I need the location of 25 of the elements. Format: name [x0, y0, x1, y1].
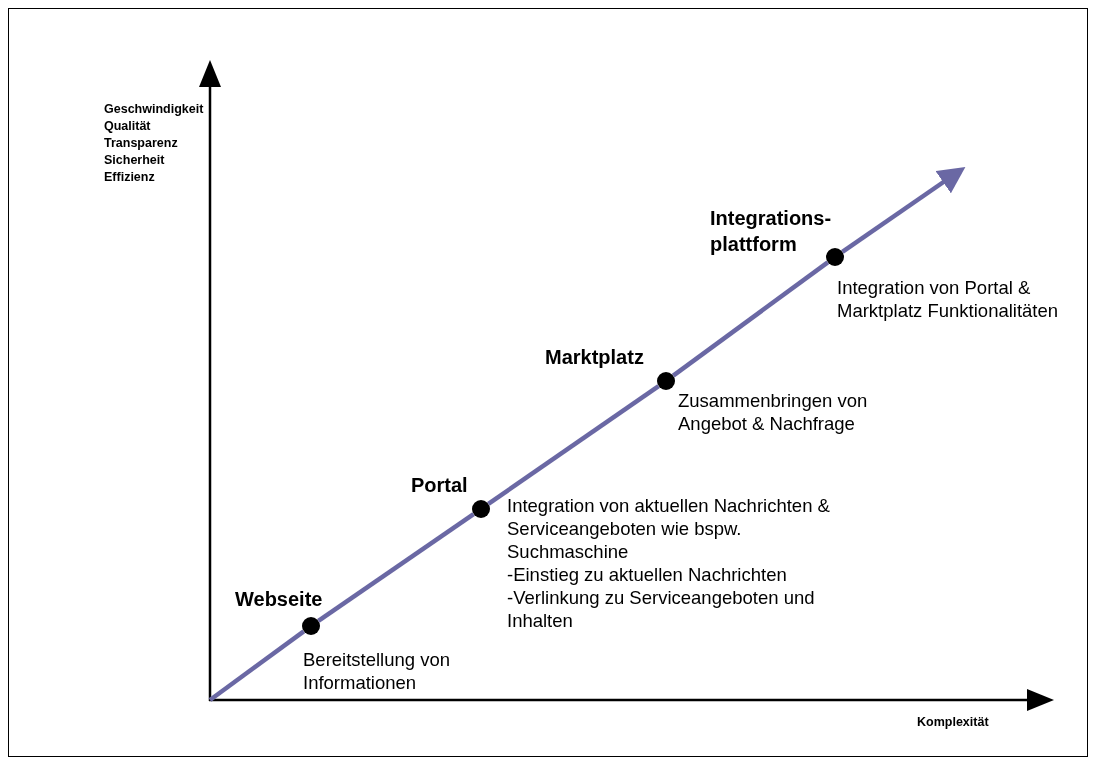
milestone-dot: [826, 248, 844, 266]
stage-heading: Marktplatz: [545, 345, 645, 370]
y-axis-label: Geschwindigkeit: [104, 101, 204, 118]
milestone-dot: [302, 617, 320, 635]
y-axis-label: Transparenz: [104, 135, 178, 152]
stage-description: Zusammenbringen von Angebot & Nachfrage: [678, 389, 869, 435]
y-axis-label: Qualität: [104, 118, 151, 135]
stage-heading: Portal: [411, 473, 469, 498]
growth-line: [208, 629, 306, 702]
growth-line: [841, 166, 966, 254]
y-axis-label: Sicherheit: [104, 152, 165, 169]
growth-line: [671, 260, 830, 378]
stage-description: Bereitstellung von Informationen: [303, 648, 452, 694]
stage-description: Integration von Portal & Marktplatz Funktionalitäten: [837, 276, 1060, 322]
growth-line: [487, 384, 660, 506]
growth-line: [317, 512, 475, 623]
x-axis-label: Komplexität: [917, 714, 989, 731]
milestone-dot: [472, 500, 490, 518]
stage-description: Integration von aktuellen Nachrichten & Serviceangeboten wie bspw. Suchmaschine: [507, 494, 831, 563]
stage-heading: Webseite: [235, 587, 324, 612]
stage-heading: Integrations-plattform: [710, 206, 833, 257]
milestone-dot: [657, 372, 675, 390]
stage-description: -Verlinkung zu Serviceangeboten und Inhalten: [507, 586, 816, 632]
y-axis-label: Effizienz: [104, 169, 155, 186]
stage-description: -Einstieg zu aktuellen Nachrichten: [507, 563, 788, 586]
